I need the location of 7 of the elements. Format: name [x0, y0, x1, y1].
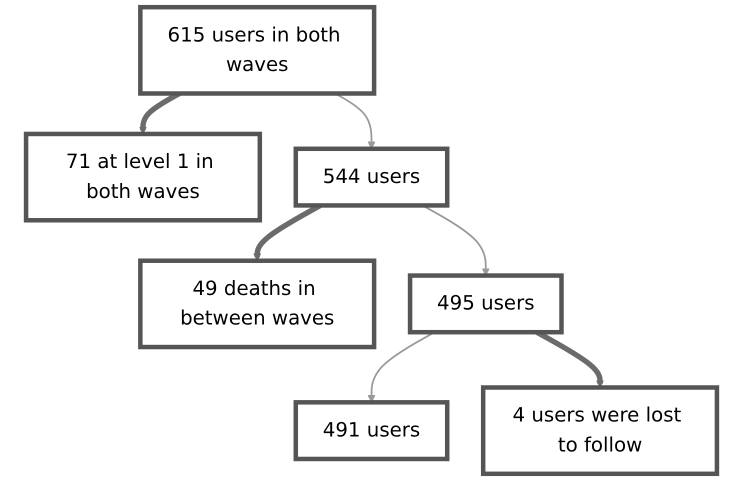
node-box: 544 users [294, 146, 450, 208]
node-box: 71 at level 1 in both waves [24, 132, 262, 223]
node-box: 615 users in both waves [138, 4, 376, 96]
node-box: 4 users were lost to follow [480, 385, 720, 476]
node-box: 495 users [408, 273, 564, 334]
node-box: 491 users [294, 400, 450, 462]
node-box: 49 deaths in between waves [138, 258, 376, 350]
